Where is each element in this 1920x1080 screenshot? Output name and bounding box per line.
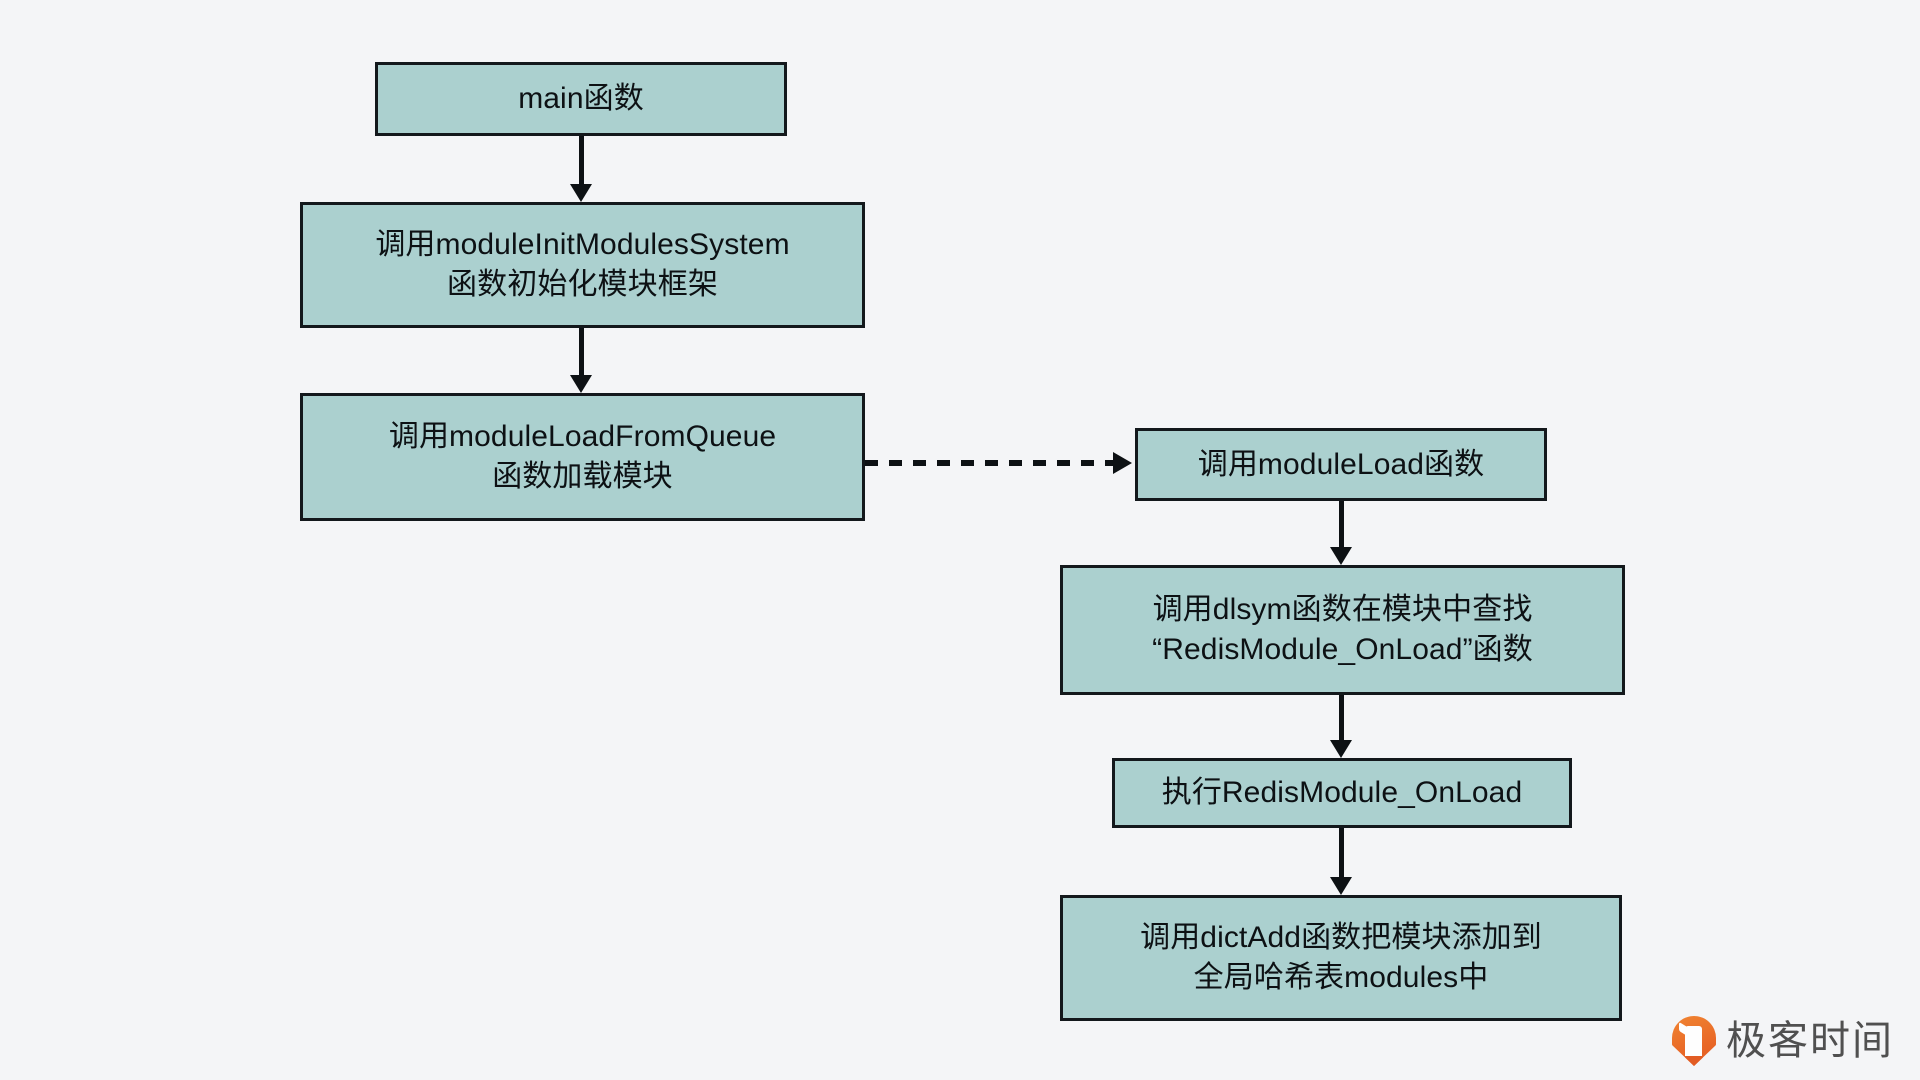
arrowhead-down-icon [1329, 740, 1352, 758]
geektime-logo-glyph [1685, 1026, 1702, 1056]
node-text-line: 全局哈希表modules中 [1193, 961, 1489, 994]
geektime-logo-icon [1672, 1016, 1716, 1066]
dlsym-lookup-node: 调用dlsym函数在模块中查找 “RedisModule_OnLoad”函数 [1060, 565, 1625, 695]
edge-load-queue-to-module-load [865, 452, 1135, 474]
node-text-line: 调用moduleLoadFromQueue [388, 420, 777, 454]
node-text-line: 执行RedisModule_OnLoad [1161, 776, 1523, 810]
module-load-from-queue-node: 调用moduleLoadFromQueue 函数加载模块 [300, 393, 865, 521]
edge-stem [578, 136, 584, 184]
main-function-node: main函数 [375, 62, 787, 136]
watermark-label: 极客时间 [1726, 1019, 1894, 1063]
arrowhead-down-icon [1329, 547, 1352, 565]
node-text-line: 调用dictAdd函数把模块添加到 [1140, 921, 1542, 955]
execute-onload-node: 执行RedisModule_OnLoad [1112, 758, 1572, 828]
arrowhead-down-icon [1329, 877, 1352, 895]
dict-add-node: 调用dictAdd函数把模块添加到 全局哈希表modules中 [1060, 895, 1622, 1021]
node-text-line: 函数初始化模块框架 [447, 268, 718, 301]
watermark: 极客时间 [1672, 1016, 1894, 1066]
node-text-line: 调用dlsym函数在模块中查找 [1152, 593, 1533, 627]
edge-stem [1338, 501, 1344, 547]
node-text-line: 调用moduleLoad函数 [1197, 447, 1485, 481]
module-init-modules-system-node: 调用moduleInitModulesSystem 函数初始化模块框架 [300, 202, 865, 328]
edge-dashed-stem [865, 460, 1113, 466]
node-text-line: 调用moduleInitModulesSystem [375, 228, 790, 262]
node-text-line: 函数加载模块 [492, 460, 673, 493]
edge-stem [1338, 695, 1344, 740]
edge-stem [1338, 828, 1344, 877]
arrowhead-right-icon [1113, 452, 1132, 474]
arrowhead-down-icon [569, 184, 592, 202]
edge-stem [578, 328, 584, 375]
node-text-line: “RedisModule_OnLoad”函数 [1152, 633, 1533, 666]
arrowhead-down-icon [569, 375, 592, 393]
node-text-line: main函数 [518, 82, 644, 116]
module-load-node: 调用moduleLoad函数 [1135, 428, 1547, 501]
